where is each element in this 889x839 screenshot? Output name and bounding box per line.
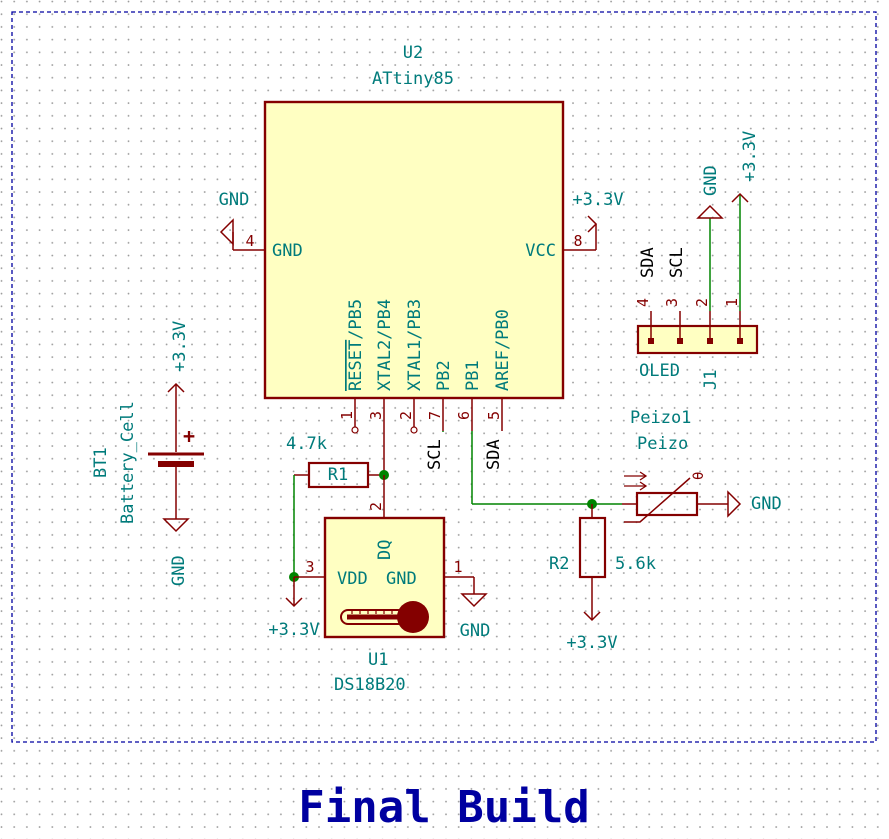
u2-pin-gnd-name: GND	[272, 241, 303, 261]
u2-pin-reset-overbar: RESET	[346, 340, 366, 391]
gnd-label-bt1: GND	[169, 555, 189, 586]
j1-pin1-num: 1	[723, 298, 741, 307]
bt1-ref: BT1	[91, 447, 111, 478]
u1-pin-vdd-num: 3	[305, 558, 314, 576]
sheet-title: Final Build	[298, 782, 589, 833]
vcc-symbol-u1: +3.3V	[268, 577, 320, 640]
r1-value: 4.7k	[286, 434, 327, 454]
peizo-value: Peizo	[637, 434, 688, 454]
u1-pin-dq-name: DQ	[375, 540, 395, 560]
gnd-symbol-bt1: GND	[162, 518, 190, 586]
gnd-label-j1: GND	[701, 165, 721, 196]
vcc-label-u2: +3.3V	[572, 190, 623, 210]
u1-value: DS18B20	[334, 675, 406, 695]
gnd-label-peizo: GND	[751, 494, 782, 514]
u2-pin-pb1-name: PB1	[463, 360, 483, 391]
j1-pin2-contact	[707, 338, 713, 344]
u2-pin-xtal1-num: 2	[397, 411, 415, 420]
u2-pin-pb2-name: PB2	[434, 360, 454, 391]
vcc-symbol-j1: +3.3V	[731, 131, 760, 311]
r2-ref: R2	[549, 554, 569, 574]
u1-pin-gnd-num: 1	[453, 558, 462, 576]
u1-ds18b20[interactable]: 2 DQ VDD GND 3 1 U1 DS18B20	[294, 475, 474, 695]
gnd-symbol-j1: GND	[696, 165, 724, 311]
u2-pin-xtal1-name: XTAL1/PB3	[405, 299, 425, 391]
j1-pin1-contact	[737, 338, 743, 344]
u2-pin-pb1-num: 6	[455, 411, 473, 420]
peizo-arrow-head-1	[639, 471, 648, 481]
vcc-label-u1: +3.3V	[268, 620, 319, 640]
vcc-label-bt1: +3.3V	[170, 321, 190, 372]
u1-ref: U1	[368, 650, 388, 670]
u2-pin-vcc-name: VCC	[525, 241, 556, 261]
vcc-symbol-bt1: +3.3V	[167, 321, 190, 396]
u2-body	[263, 100, 565, 400]
sheet-border	[11, 11, 877, 743]
vcc-symbol-r2: +3.3V	[566, 611, 618, 653]
peizo1-element[interactable]: Peizo1 Peizo θ	[622, 408, 728, 523]
vcc-symbol-u2: +3.3V	[572, 190, 624, 250]
u2-pin-xtal1-unconnected	[410, 426, 418, 434]
r2-value: 5.6k	[615, 554, 656, 574]
u2-pin-xtal2-num: 3	[367, 411, 385, 420]
u2-pin-pb2-num: 7	[426, 411, 444, 420]
net-label-sda-j1: SDA	[638, 247, 658, 278]
thermometer-icon	[340, 601, 429, 633]
u2-pin-aref-num: 5	[485, 411, 503, 420]
u2-pin-reset-name: RESET/PB5	[346, 299, 366, 391]
j1-pin2-num: 2	[693, 298, 711, 307]
u1-pin-dq-num: 2	[367, 502, 385, 511]
gnd-symbol-u2: GND	[219, 190, 250, 250]
u2-pin-gnd-num: 4	[245, 232, 254, 250]
j1-oled-connector[interactable]: 4 3 2 1 OLED J1	[634, 298, 759, 390]
u2-pin-reset-num: 1	[338, 411, 356, 420]
u2-ref: U2	[403, 43, 423, 63]
j1-pin4-contact	[648, 338, 654, 344]
u2-pin-vcc-num: 8	[573, 232, 582, 250]
peizo-arrow-head-2	[639, 481, 648, 491]
gnd-symbol-peizo: GND	[727, 490, 782, 518]
vcc-label-r2: +3.3V	[566, 633, 617, 653]
peizo-diagonal	[624, 477, 691, 523]
peizo-theta: θ	[691, 472, 707, 480]
u2-value: ATtiny85	[372, 69, 454, 89]
u2-pin-reset-suffix: /PB5	[346, 299, 366, 340]
u2-pin-xtal2-name: XTAL2/PB4	[375, 299, 395, 391]
j1-pin3-num: 3	[663, 298, 681, 307]
r2-resistor[interactable]: R2 5.6k	[549, 504, 656, 620]
u1-pin-vdd-name: VDD	[337, 569, 368, 589]
u2-pin-reset-unconnected	[351, 426, 359, 434]
bt1-value: Battery_Cell	[118, 401, 138, 524]
gnd-label-u1: GND	[460, 621, 491, 641]
peizo-ref: Peizo1	[630, 408, 691, 428]
u1-pin-gnd-name: GND	[386, 569, 417, 589]
j1-value: OLED	[639, 361, 680, 381]
bt1-plus-sign: +	[183, 424, 195, 448]
j1-pin3-contact	[677, 338, 683, 344]
net-label-scl-j1: SCL	[667, 247, 687, 278]
vcc-label-j1: +3.3V	[740, 131, 760, 182]
bt1-battery[interactable]: + BT1 Battery_Cell	[91, 396, 204, 524]
gnd-label-u2: GND	[219, 190, 250, 210]
gnd-symbol-u1: GND	[460, 577, 491, 641]
j1-ref: J1	[701, 370, 721, 390]
j1-pin4-num: 4	[634, 298, 652, 307]
u2-pin-aref-name: AREF/PB0	[493, 309, 513, 391]
net-label-sda-u2: SDA	[484, 439, 504, 470]
r1-ref: R1	[328, 465, 348, 485]
net-label-scl-u2: SCL	[425, 439, 445, 470]
u2-attiny85[interactable]: U2 ATtiny85 4 GND 8 VCC 1 3 2 7 6 5 RESE…	[233, 43, 596, 474]
